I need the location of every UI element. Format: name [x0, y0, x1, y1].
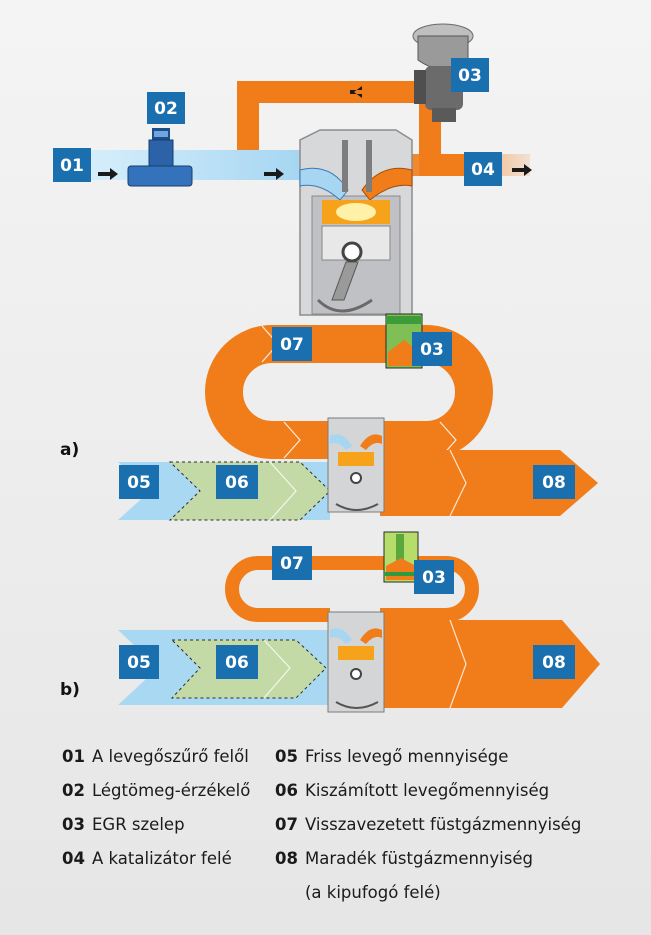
engine-cylinder-icon — [327, 611, 385, 713]
egr-valve-icon — [383, 531, 419, 583]
recirculation-loop-b — [225, 556, 479, 622]
svg-text:06: 06 — [225, 473, 249, 493]
badge-03: 03 — [451, 58, 489, 92]
exhaust-flow-b — [380, 620, 600, 708]
badge-04: 04 — [464, 152, 502, 186]
badge-05-a: 05 — [119, 465, 159, 499]
badge-02: 02 — [147, 92, 185, 124]
badge-01: 01 — [53, 148, 91, 182]
badge-06-b: 06 — [216, 645, 258, 679]
engine-cylinder-icon — [327, 417, 385, 513]
engine-cylinder-icon — [299, 129, 413, 316]
svg-text:05: 05 — [127, 653, 151, 673]
egr-valve-icon — [385, 313, 423, 369]
svg-text:04: 04 — [471, 160, 495, 180]
badge-07-a: 07 — [272, 327, 312, 361]
svg-text:03: 03 — [420, 340, 444, 360]
badge-08-b: 08 — [533, 645, 575, 679]
mass-air-flow-sensor-icon — [127, 128, 193, 187]
svg-text:06: 06 — [225, 653, 249, 673]
recirculation-loop-a — [205, 325, 493, 459]
top-schematic — [90, 23, 532, 316]
badge-05-b: 05 — [119, 645, 159, 679]
svg-text:01: 01 — [60, 156, 84, 176]
air-flow-arrow-icon — [98, 86, 532, 180]
svg-text:08: 08 — [542, 473, 566, 493]
svg-text:05: 05 — [127, 473, 151, 493]
variant-label-b: b) — [60, 680, 80, 700]
legend-item-08-continuation: (a kipufogó felé) — [305, 883, 441, 902]
badge-06-a: 06 — [216, 465, 258, 499]
svg-text:07: 07 — [280, 554, 304, 574]
variant-label-a: a) — [60, 440, 80, 460]
svg-text:03: 03 — [458, 66, 482, 86]
svg-text:08: 08 — [542, 653, 566, 673]
svg-text:03: 03 — [422, 568, 446, 588]
badge-03-a: 03 — [412, 332, 452, 366]
badge-03-b: 03 — [414, 560, 454, 594]
badge-08-a: 08 — [533, 465, 575, 499]
svg-text:02: 02 — [154, 99, 178, 119]
badge-07-b: 07 — [272, 546, 312, 580]
svg-text:07: 07 — [280, 335, 304, 355]
